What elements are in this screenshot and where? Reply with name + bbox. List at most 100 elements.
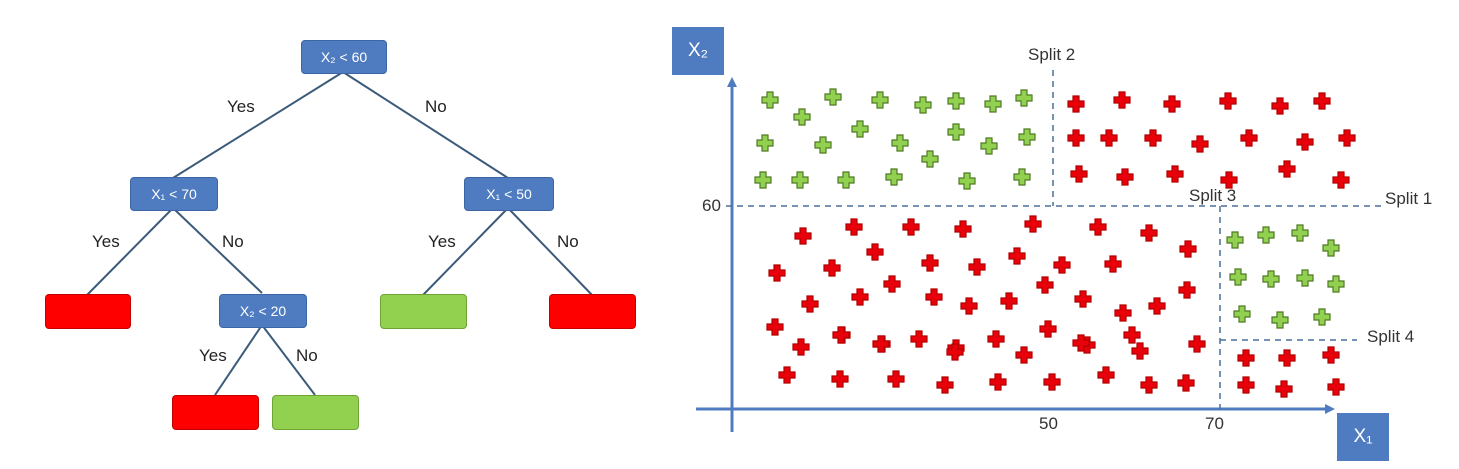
red-plus-marker [1219,92,1237,110]
red-plus-marker [1053,256,1071,274]
x-tick-50: 50 [1039,414,1058,433]
red-plus-marker [1313,92,1331,110]
red-plus-marker [1271,97,1289,115]
red-plus-marker [1140,224,1158,242]
node-x1-lt-70: X₁ < 70 [130,177,218,211]
red-plus-marker [792,338,810,356]
red-plus-marker [1116,168,1134,186]
red-plus-marker [778,366,796,384]
red-plus-marker [831,370,849,388]
red-plus-marker [1097,366,1115,384]
green-plus-marker [824,88,842,106]
red-plus-marker [823,259,841,277]
red-plus-marker [1178,281,1196,299]
red-plus-marker [872,335,890,353]
red-plus-marker [1296,133,1314,151]
y-tick-60: 60 [702,196,721,215]
green-plus-marker [814,136,832,154]
red-plus-marker [1140,376,1158,394]
green-plus-marker [891,134,909,152]
green-plus-marker [1327,275,1345,293]
green-plus-marker [947,123,965,141]
red-plus-marker [1166,165,1184,183]
feature-space-plot: X₂ X₁ 60 50 70 Split 1 Split 2 Split 3 S… [660,0,1459,469]
green-plus-marker [958,172,976,190]
red-plus-marker [1144,129,1162,147]
red-plus-marker [1322,346,1340,364]
x-axis-label: X₁ [1337,413,1389,461]
green-plus-marker [1313,308,1331,326]
red-plus-marker [1067,95,1085,113]
red-plus-marker [1070,165,1088,183]
red-plus-marker [954,220,972,238]
red-plus-marker [921,254,939,272]
green-plus-marker [984,95,1002,113]
edge-left-yes [86,207,174,296]
red-plus-marker [1131,342,1149,360]
leaf-red [172,395,259,430]
edge-right-yes [422,207,509,296]
leaf-red [45,294,131,329]
green-plus-marker [885,168,903,186]
red-plus-marker [851,288,869,306]
edge-label-no: No [296,346,318,365]
red-plus-marker [866,243,884,261]
edge-label-no: No [557,232,579,251]
tree-edges [86,71,593,396]
red-plus-marker [1008,247,1026,265]
red-plus-marker [1067,129,1085,147]
edge-label-yes: Yes [199,346,227,365]
green-plus-marker [1271,311,1289,329]
edge-label-no: No [222,232,244,251]
green-plus-marker [1257,226,1275,244]
red-plus-marker [1113,91,1131,109]
green-plus-marker [793,108,811,126]
red-plus-marker [794,227,812,245]
green-plus-marker [1013,168,1031,186]
red-plus-marker [1089,218,1107,236]
x-tick-70: 70 [1205,414,1224,433]
edge-root-right [342,71,509,179]
red-plus-marker [1191,135,1209,153]
leaf-green [272,395,359,430]
edge-lr-no [261,324,316,396]
green-plus-marker [1322,239,1340,257]
red-plus-marker [925,288,943,306]
red-plus-marker [1100,129,1118,147]
red-plus-marker [1278,160,1296,178]
decision-tree: X₂ < 60 X₁ < 70 X₁ < 50 X₂ < 20 Yes No Y… [0,0,660,469]
red-plus-marker [1072,334,1090,352]
data-points [754,88,1356,398]
red-plus-marker [845,218,863,236]
plot-canvas [696,70,1382,432]
green-plus-marker [754,171,772,189]
red-plus-marker [887,370,905,388]
green-plus-marker [1233,305,1251,323]
red-plus-marker [989,373,1007,391]
red-plus-marker [1237,376,1255,394]
red-plus-marker [946,343,964,361]
red-plus-marker [968,258,986,276]
red-plus-marker [910,330,928,348]
red-plus-marker [1240,129,1258,147]
red-plus-marker [1237,349,1255,367]
green-plus-marker [1262,270,1280,288]
red-plus-marker [1123,326,1141,344]
red-plus-marker [1114,304,1132,322]
red-plus-marker [1188,335,1206,353]
red-plus-marker [1275,380,1293,398]
edge-label-yes: Yes [227,97,255,116]
red-plus-marker [1015,346,1033,364]
green-plus-marker [851,120,869,138]
edge-lr-yes [214,324,263,396]
red-plus-marker [1163,95,1181,113]
green-plus-marker [837,171,855,189]
red-plus-marker [832,326,850,344]
red-plus-marker [902,218,920,236]
edge-label-yes: Yes [428,232,456,251]
split-4-label: Split 4 [1367,327,1415,346]
red-plus-marker [766,318,784,336]
red-plus-marker [1074,290,1092,308]
edge-root-left [172,71,344,179]
green-plus-marker [756,134,774,152]
